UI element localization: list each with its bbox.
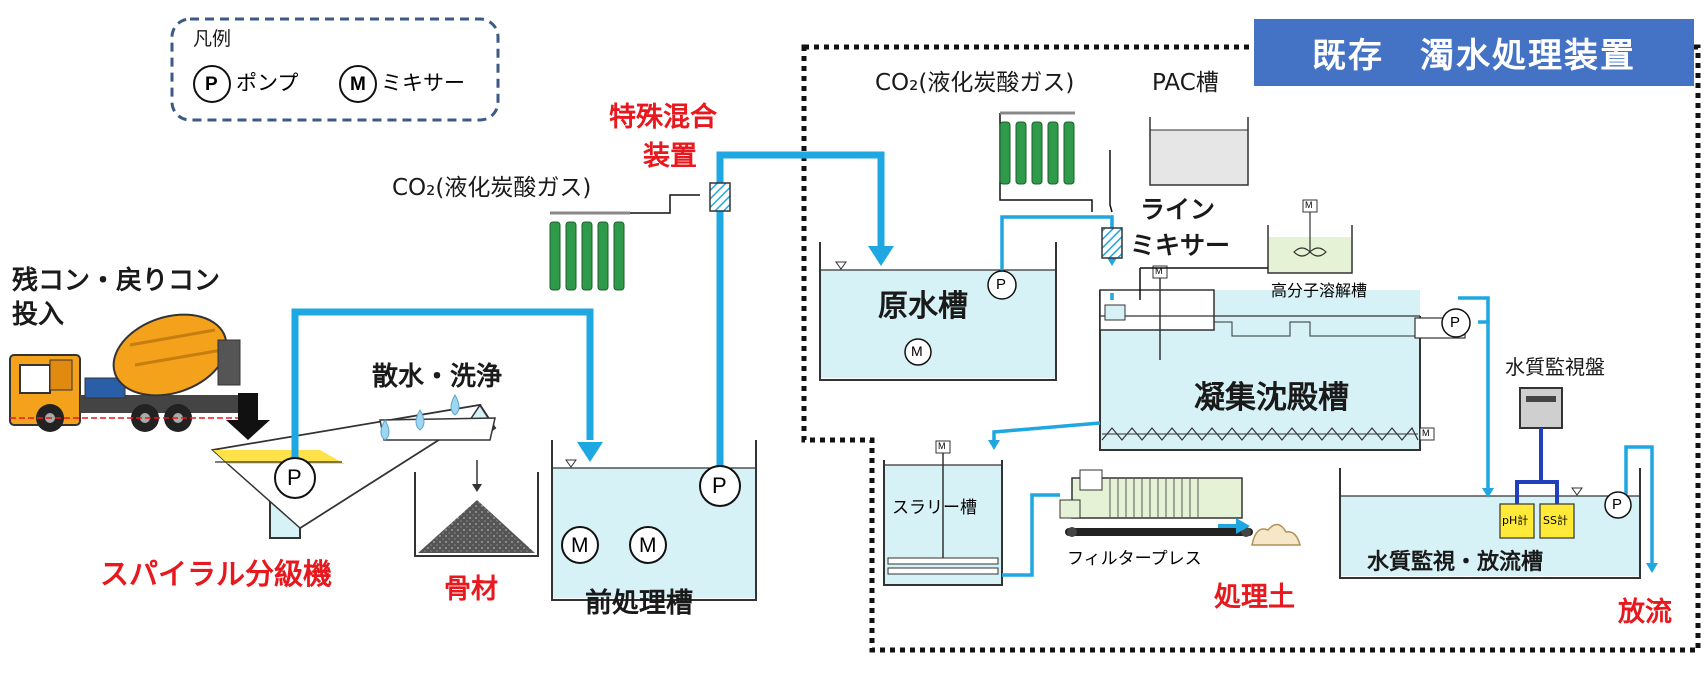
slurry-tank-label: スラリー槽 bbox=[892, 498, 977, 518]
co2-right-label: CO₂(液化炭酸ガス) bbox=[875, 70, 1075, 96]
polymer-tank bbox=[1267, 199, 1353, 274]
special-mixer-icon bbox=[709, 182, 731, 212]
mixer-raw-label: M bbox=[911, 343, 923, 359]
pump-spiral-icon bbox=[274, 457, 316, 499]
mixer-pretreat-2-icon bbox=[629, 526, 667, 564]
legend-pump-icon bbox=[193, 65, 231, 103]
coagulation-tank bbox=[1099, 265, 1466, 451]
pretreat-tank-label: 前処理槽 bbox=[585, 588, 693, 619]
pac-tank bbox=[1149, 117, 1249, 186]
raw-water-tank-label: 原水槽 bbox=[878, 289, 968, 324]
legend-pump-symbol: P bbox=[205, 74, 218, 95]
legend-pump-label: ポンプ bbox=[236, 71, 299, 95]
line-mixer-icon bbox=[1101, 227, 1123, 259]
aggregate-bin bbox=[414, 460, 539, 557]
co2-left-label: CO₂(液化炭酸ガス) bbox=[392, 175, 592, 201]
aggregate-label: 骨材 bbox=[444, 574, 498, 605]
mixer-raw-icon bbox=[904, 338, 932, 366]
spiral-classifier-label: スパイラル分級機 bbox=[100, 557, 333, 591]
slurry-tank bbox=[883, 440, 1003, 586]
filter-press bbox=[1059, 469, 1253, 537]
motor-coag-label: M bbox=[1155, 266, 1163, 276]
filter-press-label: フィルタープレス bbox=[1067, 549, 1202, 569]
line-mixer-label-1: ライン bbox=[1140, 195, 1216, 224]
pump-spiral-label: P bbox=[287, 465, 302, 490]
soil-pile-icon bbox=[1251, 523, 1301, 546]
discharge-label: 放流 bbox=[1618, 597, 1672, 628]
motor-scraper-label: M bbox=[1422, 428, 1430, 438]
pump-pretreat-label: P bbox=[712, 473, 727, 498]
pump-coag-label: P bbox=[1450, 314, 1461, 331]
line-mixer-label-2: ミキサー bbox=[1130, 231, 1231, 260]
pretreatment-tank bbox=[551, 440, 757, 601]
motor-polymer-label: M bbox=[1305, 200, 1313, 210]
co2-cylinders-left bbox=[549, 211, 630, 291]
ph-meter-label: pH計 bbox=[1502, 514, 1529, 527]
monitor-panel-box bbox=[1519, 387, 1563, 429]
pump-coag-icon bbox=[1441, 308, 1471, 338]
monitor-discharge-tank bbox=[1339, 468, 1641, 579]
co2-cylinders-right bbox=[999, 111, 1075, 185]
input-label: 残コン・戻りコン bbox=[12, 266, 221, 296]
mixer-pretreat-1-label: M bbox=[571, 534, 589, 557]
existing-plant-banner: 既存 濁水処理装置 bbox=[1254, 19, 1694, 86]
mixer-truck bbox=[9, 313, 241, 432]
main-pipes bbox=[291, 151, 885, 490]
input-label-2: 投入 bbox=[12, 300, 65, 330]
existing-plant-boundary bbox=[801, 44, 1701, 653]
input-arrow-icon bbox=[226, 393, 270, 440]
polymer-tank-label: 高分子溶解槽 bbox=[1271, 283, 1368, 300]
ss-meter-label: SS計 bbox=[1543, 514, 1568, 527]
coagulation-tank-label: 凝集沈殿槽 bbox=[1194, 380, 1349, 416]
sprinkle-label: 散水・洗浄 bbox=[372, 362, 503, 392]
special-mixer-label-1: 特殊混合 bbox=[609, 102, 717, 133]
legend-mixer-symbol: M bbox=[350, 74, 366, 95]
legend-title: 凡例 bbox=[193, 28, 232, 50]
mixer-pretreat-1-icon bbox=[561, 526, 599, 564]
pac-tank-label: PAC槽 bbox=[1152, 70, 1219, 96]
special-mixer-label-2: 装置 bbox=[643, 141, 697, 172]
legend-mixer-icon bbox=[339, 65, 377, 103]
pump-raw-icon bbox=[987, 270, 1017, 300]
spiral-classifier bbox=[210, 403, 497, 539]
monitor-panel-label: 水質監視盤 bbox=[1505, 355, 1605, 379]
monitor-tank-label: 水質監視・放流槽 bbox=[1367, 550, 1544, 575]
mixer-pretreat-2-label: M bbox=[639, 534, 657, 557]
pump-discharge-label: P bbox=[1612, 496, 1623, 513]
raw-water-tank bbox=[819, 242, 1057, 381]
pump-pretreat-icon bbox=[699, 465, 741, 507]
legend-box bbox=[170, 17, 500, 122]
pump-raw-label: P bbox=[996, 276, 1007, 293]
treated-soil-label: 処理土 bbox=[1214, 582, 1295, 613]
legend-mixer-label: ミキサー bbox=[381, 71, 465, 95]
water-drops-icon bbox=[380, 393, 460, 441]
motor-slurry-label: M bbox=[938, 441, 946, 451]
pump-discharge-icon bbox=[1604, 491, 1632, 519]
